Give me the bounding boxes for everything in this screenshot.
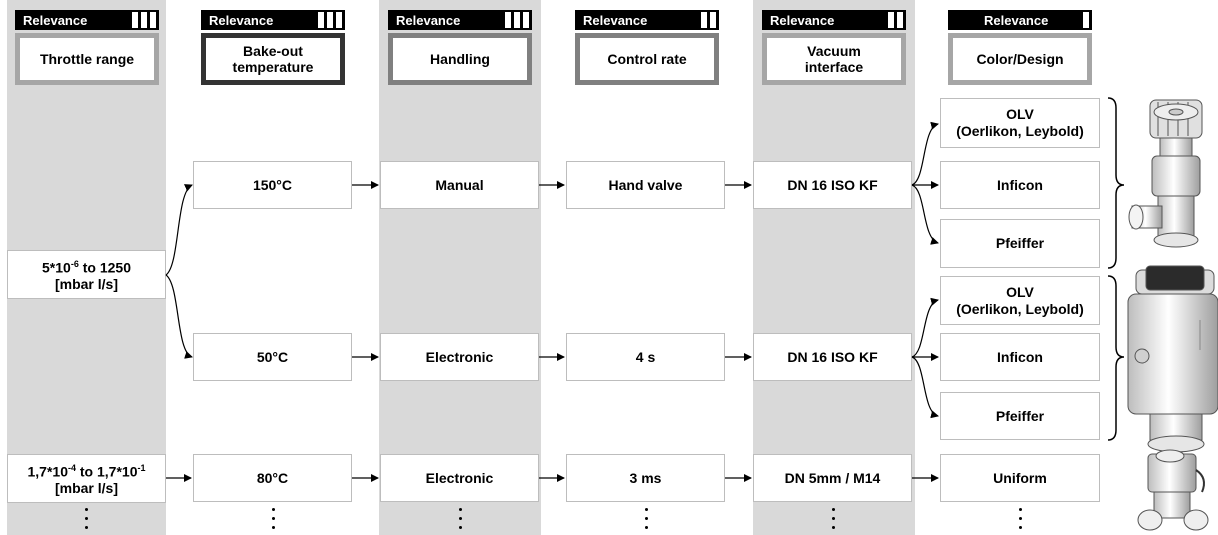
arrow-dn16-to-olv-b — [911, 297, 939, 358]
electronic-valve-illustration — [1127, 265, 1218, 453]
range-b-exponent-2: -1 — [137, 462, 146, 473]
relevance-label: Relevance — [23, 12, 88, 28]
ellipsis-color — [1017, 508, 1023, 535]
ellipsis-throttle — [83, 508, 89, 535]
relevance-label: Relevance — [583, 12, 648, 28]
range-b-base: 1,7*10 — [27, 463, 68, 480]
ellipsis-bakeout — [270, 508, 276, 535]
relevance-bar: Relevance — [201, 10, 345, 30]
arrow-dn16-to-olv — [911, 121, 939, 186]
bakeout-150: 150°C — [193, 161, 352, 209]
header-vacuum-interface: Relevance Vacuum interface — [762, 10, 906, 85]
criterion-control-rate: Control rate — [575, 33, 719, 85]
brace-upper — [1107, 97, 1125, 269]
relevance-label: Relevance — [984, 12, 1049, 28]
relevance-label: Relevance — [396, 12, 461, 28]
arrow-dn16-to-pfeiffer — [911, 184, 939, 245]
range-a-rest: to 1250 — [78, 259, 131, 276]
range-a-base: 5*10 — [42, 259, 71, 276]
relevance-label: Relevance — [209, 12, 274, 28]
arrow-dn16-to-pfeiffer-b — [911, 356, 939, 419]
color-olv-b: OLV (Oerlikon, Leybold) — [940, 276, 1100, 325]
throttle-range-b: 1,7*10-4 to 1,7*10-1 [mbar l/s] — [7, 454, 166, 503]
vacuum-dn5: DN 5mm / M14 — [753, 454, 912, 502]
relevance-bar: Relevance — [762, 10, 906, 30]
handling-electronic-a: Electronic — [380, 333, 539, 381]
relevance-ticks — [132, 12, 156, 28]
color-inficon-b: Inficon — [940, 333, 1100, 381]
throttle-range-a: 5*10-6 to 1250 [mbar l/s] — [7, 250, 166, 299]
arrow-throttle-to-150 — [165, 184, 193, 276]
criterion-handling: Handling — [388, 33, 532, 85]
header-throttle: Relevance Throttle range — [15, 10, 159, 85]
column-band-vacuum — [753, 0, 915, 535]
range-b-unit: [mbar l/s] — [54, 480, 118, 497]
relevance-ticks — [1083, 12, 1089, 28]
brace-lower — [1107, 275, 1125, 441]
header-color-design: Relevance Color/Design — [948, 10, 1092, 85]
color-pfeiffer-a: Pfeiffer — [940, 219, 1100, 268]
solenoid-valve-illustration — [1137, 449, 1209, 531]
range-a-exponent: -6 — [70, 258, 79, 269]
relevance-bar: Relevance — [388, 10, 532, 30]
color-uniform: Uniform — [940, 454, 1100, 502]
ellipsis-control — [643, 508, 649, 535]
color-olv-a: OLV (Oerlikon, Leybold) — [940, 98, 1100, 148]
relevance-ticks — [888, 12, 903, 28]
ellipsis-handling — [457, 508, 463, 535]
arrow-throttle-to-50 — [165, 274, 193, 359]
range-a-unit: [mbar l/s] — [54, 276, 118, 293]
handling-electronic-b: Electronic — [380, 454, 539, 502]
control-4s: 4 s — [566, 333, 725, 381]
criterion-throttle-range: Throttle range — [15, 33, 159, 85]
handling-manual: Manual — [380, 161, 539, 209]
header-control-rate: Relevance Control rate — [575, 10, 719, 85]
hand-valve-illustration — [1128, 99, 1203, 248]
relevance-bar: Relevance — [15, 10, 159, 30]
color-pfeiffer-b: Pfeiffer — [940, 392, 1100, 440]
relevance-bar: Relevance — [948, 10, 1092, 30]
criterion-color-design: Color/Design — [948, 33, 1092, 85]
vacuum-dn16-a: DN 16 ISO KF — [753, 161, 912, 209]
range-b-mid: to 1,7*10 — [76, 463, 138, 480]
relevance-ticks — [318, 12, 342, 28]
header-handling: Relevance Handling — [388, 10, 532, 85]
relevance-ticks — [701, 12, 716, 28]
criterion-bakeout-temperature: Bake-out temperature — [201, 33, 345, 85]
relevance-label: Relevance — [770, 12, 835, 28]
column-band-handling — [379, 0, 541, 535]
vacuum-dn16-b: DN 16 ISO KF — [753, 333, 912, 381]
criterion-vacuum-interface: Vacuum interface — [762, 33, 906, 85]
bakeout-80: 80°C — [193, 454, 352, 502]
range-b-exponent-1: -4 — [67, 462, 76, 473]
ellipsis-vacuum — [830, 508, 836, 535]
relevance-ticks — [505, 12, 529, 28]
control-3ms: 3 ms — [566, 454, 725, 502]
bakeout-50: 50°C — [193, 333, 352, 381]
control-hand-valve: Hand valve — [566, 161, 725, 209]
header-bakeout: Relevance Bake-out temperature — [201, 10, 345, 85]
color-inficon-a: Inficon — [940, 161, 1100, 209]
relevance-bar: Relevance — [575, 10, 719, 30]
